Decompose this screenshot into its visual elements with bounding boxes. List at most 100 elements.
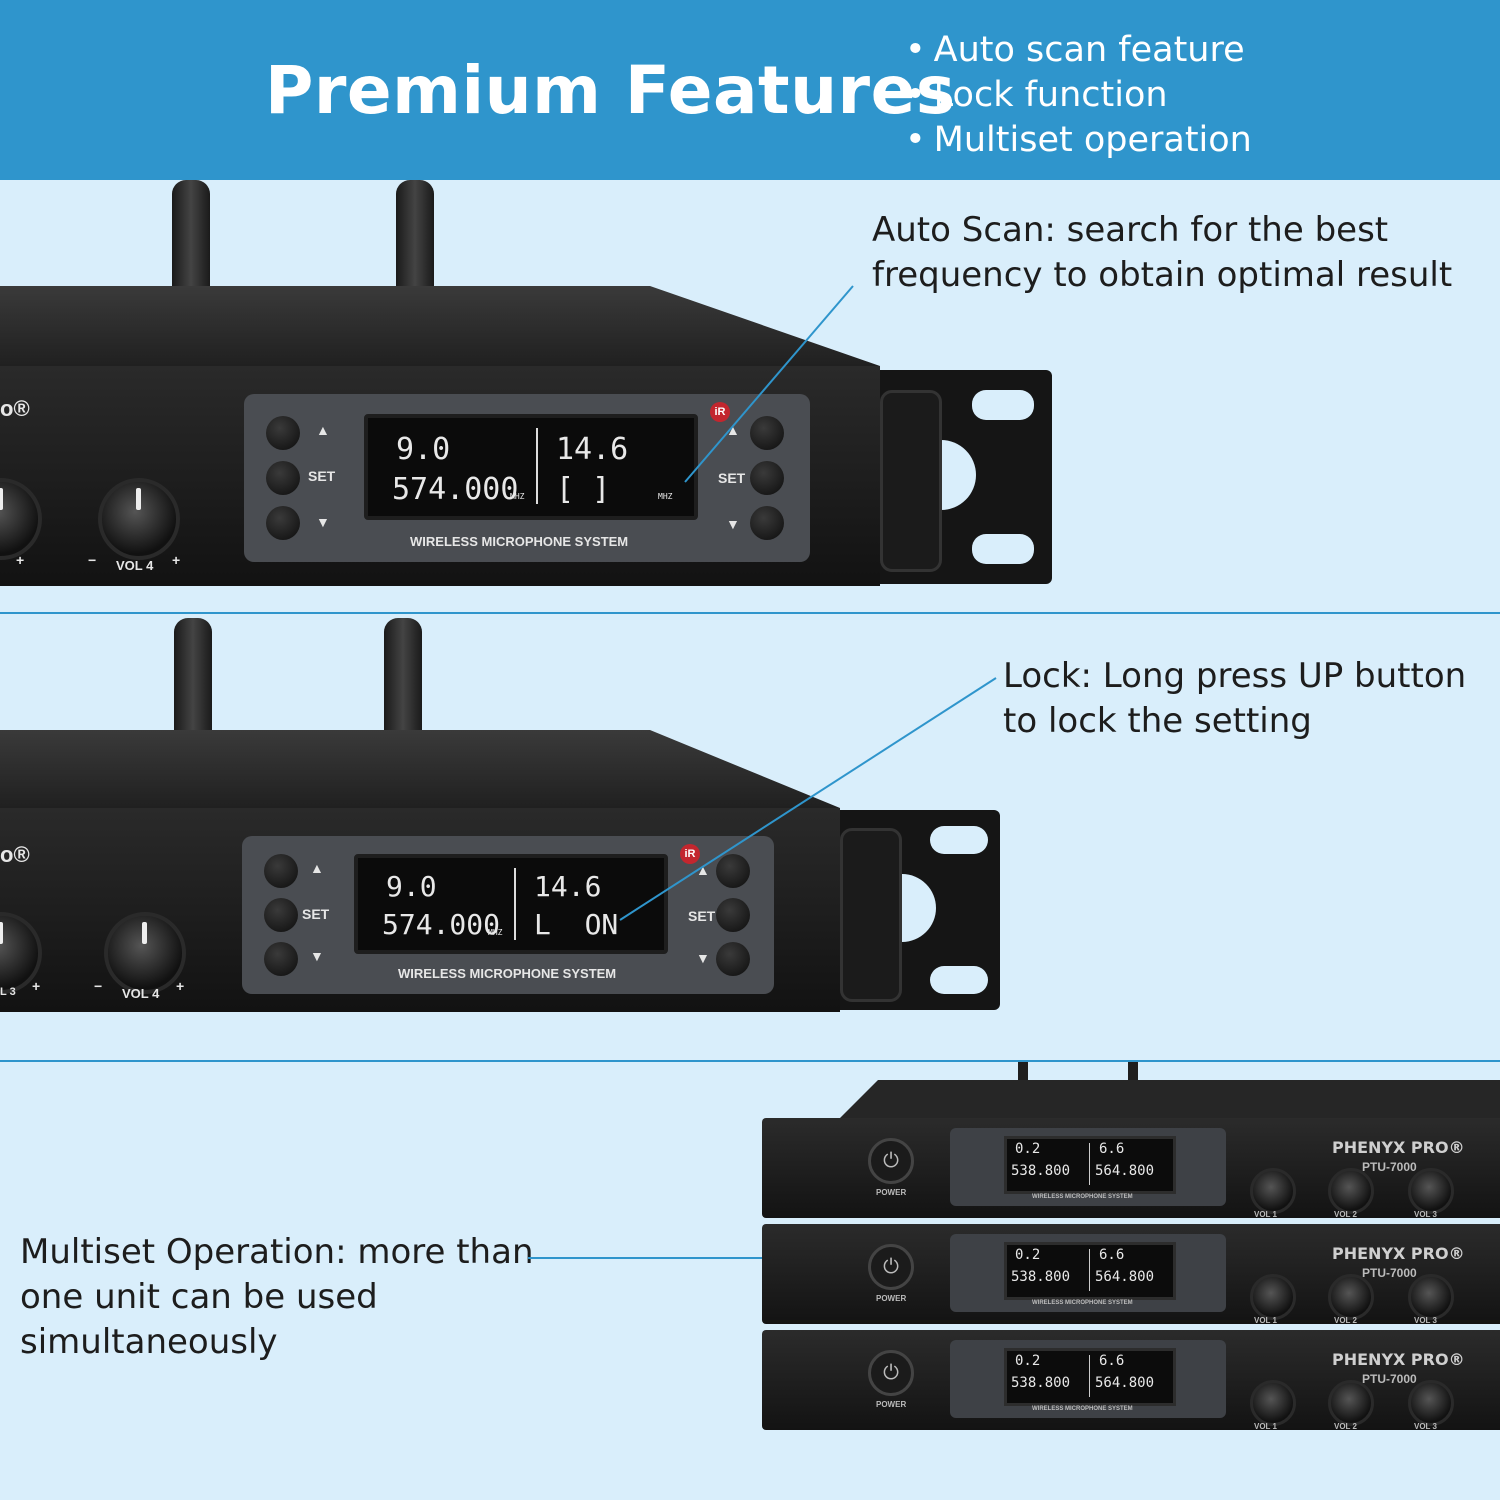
vol-label: VOL 3 [1414,1316,1437,1325]
lcd-right-frequency: 564.800 [1095,1269,1155,1285]
power-icon[interactable]: ⏻ [868,1350,914,1396]
up-button[interactable] [264,854,298,888]
vol-label: VOL 2 [1334,1316,1357,1325]
up-arrow-icon: ▲ [726,422,740,438]
page-title: Premium Features [265,52,956,129]
vol-label: VOL 4 [116,558,154,573]
lcd-left-channel: 9.0 [386,870,437,903]
antenna [384,618,422,734]
lock-caption: Lock: Long press UP button to lock the s… [1003,654,1466,744]
leader-line [619,677,997,921]
multiset-caption: Multiset Operation: more than one unit c… [20,1230,534,1365]
lcd-unit: MHZ [510,492,525,501]
system-label: WIRELESS MICROPHONE SYSTEM [410,534,629,549]
power-icon[interactable]: ⏻ [868,1244,914,1290]
receiver-front-panel: VOL 4 − + + o® ▲ SET ▼ 9.0 574.000 MHZ 1… [0,366,880,586]
lcd-left-frequency: 538.800 [1011,1269,1071,1285]
vol-label: VOL 3 [1414,1210,1437,1219]
vol-label: VOL 4 [122,986,160,1001]
power-label: POWER [876,1188,907,1197]
antenna [172,180,210,290]
volume-knob[interactable] [1250,1168,1296,1214]
lcd-divider [514,868,516,940]
down-arrow-icon: ▼ [316,514,330,530]
down-button[interactable] [750,506,784,540]
up-button[interactable] [750,416,784,450]
vol-label: VOL 2 [1334,1210,1357,1219]
brand-label: PHENYX PRO® [1332,1244,1465,1263]
volume-knob[interactable] [1408,1380,1454,1426]
vol-label: L 3 [0,986,16,998]
lcd-left-channel: 0.2 [1015,1141,1041,1157]
lcd-left-frequency: 574.000 [382,908,501,941]
rack-handle [880,390,942,572]
up-arrow-icon: ▲ [316,422,330,438]
vol-label: VOL 1 [1254,1210,1277,1219]
volume-knob[interactable] [1250,1380,1296,1426]
volume-knob[interactable] [1328,1380,1374,1426]
volume-knob[interactable] [1408,1168,1454,1214]
volume-knob[interactable] [1250,1274,1296,1320]
system-label: WIRELESS MICROPHONE SYSTEM [398,966,617,981]
rack-slot [930,826,988,854]
rack-handle [840,828,902,1002]
vol-label: VOL 3 [1414,1422,1437,1431]
volume-knob[interactable] [104,912,186,994]
feature-item: Auto scan feature [905,28,1252,73]
plus-label: + [32,978,41,994]
up-button[interactable] [716,854,750,888]
lcd-right-status: [ ] [556,472,611,507]
volume-knob[interactable] [1328,1168,1374,1214]
receiver-top-case [838,1080,1500,1120]
caption-line: Lock: Long press UP button [1003,656,1467,696]
display-bezel: 0.2 538.800 6.6 564.800 WIRELESS MICROPH… [950,1340,1226,1418]
plus-label: + [176,978,185,994]
lcd-display: 0.2 538.800 6.6 564.800 [1004,1242,1176,1300]
volume-knob[interactable] [1408,1274,1454,1320]
down-arrow-icon: ▼ [696,950,710,966]
caption-line: one unit can be used [20,1277,378,1317]
volume-knob[interactable] [1328,1274,1374,1320]
set-button[interactable] [266,461,300,495]
minus-label: − [88,552,97,568]
power-label: POWER [876,1294,907,1303]
rack-slot [972,534,1034,564]
auto-scan-caption: Auto Scan: search for the best frequency… [872,208,1452,298]
display-bezel: ▲ SET ▼ 9.0 574.000 MHZ 14.6 [ ] MHZ iR … [244,394,810,562]
display-bezel: 0.2 538.800 6.6 564.800 WIRELESS MICROPH… [950,1128,1226,1206]
lcd-display: 0.2 538.800 6.6 564.800 [1004,1348,1176,1406]
set-button[interactable] [264,898,298,932]
antenna [1128,1062,1138,1096]
section-divider [0,1060,1500,1062]
model-label: PTU-7000 [1362,1372,1417,1386]
caption-line: frequency to obtain optimal result [872,255,1453,295]
lcd-right-channel: 14.6 [534,870,602,903]
panel-multiset: Multiset Operation: more than one unit c… [0,1062,1500,1500]
brand-fragment: o® [0,842,30,867]
lcd-left-frequency: 574.000 [392,472,519,507]
down-button[interactable] [266,506,300,540]
set-button[interactable] [716,898,750,932]
stacked-receiver: ⏻ POWER 0.2 538.800 6.6 564.800 WIRELESS… [762,1118,1500,1219]
up-arrow-icon: ▲ [696,862,710,878]
lcd-right-channel: 14.6 [556,432,629,467]
display-bezel: ▲ SET ▼ 9.0 574.000 MHZ 14.6 L ON iR ▲ S… [242,836,774,994]
power-icon[interactable]: ⏻ [868,1138,914,1184]
vol-label: VOL 1 [1254,1422,1277,1431]
lcd-divider [536,428,538,504]
rack-ear [880,370,1052,584]
stacked-receiver: ⏻ POWER 0.2 538.800 6.6 564.800 WIRELESS… [762,1224,1500,1325]
set-button[interactable] [750,461,784,495]
lcd-left-frequency: 538.800 [1011,1375,1071,1391]
down-button[interactable] [264,942,298,976]
rack-ear [840,810,1000,1010]
down-button[interactable] [716,942,750,976]
lcd-divider [1089,1143,1090,1185]
brand-label: PHENYX PRO® [1332,1138,1465,1157]
system-label: WIRELESS MICROPHONE SYSTEM [1032,1300,1133,1306]
volume-knob[interactable] [98,478,180,560]
minus-label: − [94,978,103,994]
up-button[interactable] [266,416,300,450]
set-label: SET [302,906,330,922]
antenna [396,180,434,290]
